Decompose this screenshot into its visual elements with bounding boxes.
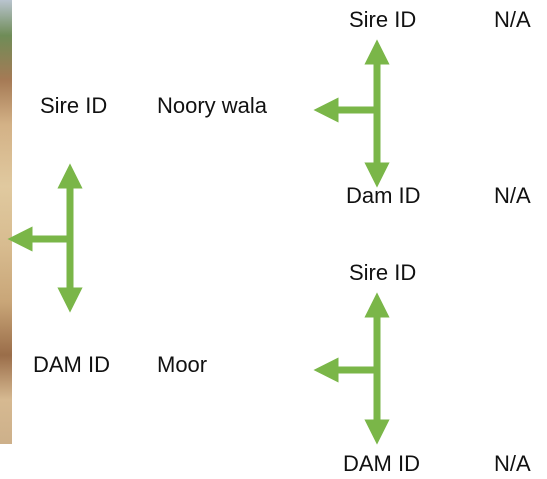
sire-dam-id-value: N/A xyxy=(494,183,531,208)
dam-sire-id-label: Sire ID xyxy=(349,260,417,285)
left-branch-arrow xyxy=(7,163,83,313)
animal-photo-edge xyxy=(0,0,12,444)
sire-dam-id-label: Dam ID xyxy=(346,183,421,208)
dam-dam-id-label: DAM ID xyxy=(343,451,420,476)
sire-id-label: Sire ID xyxy=(40,93,108,118)
sire-sire-id-label: Sire ID xyxy=(349,7,417,32)
sire-id-value: Noory wala xyxy=(157,93,268,118)
dam-branch-arrow xyxy=(313,292,390,445)
dam-id-value: Moor xyxy=(157,352,208,377)
sire-sire-id-value: N/A xyxy=(494,7,531,32)
dam-id-label: DAM ID xyxy=(33,352,110,377)
dam-dam-id-value: N/A xyxy=(494,451,531,476)
sire-branch-arrow xyxy=(313,39,390,188)
